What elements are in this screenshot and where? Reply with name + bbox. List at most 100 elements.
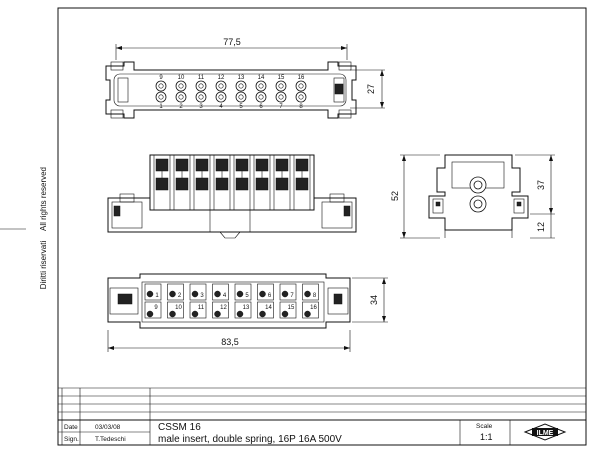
spring-clamp: [295, 177, 309, 191]
side-view: 52 37 12: [390, 154, 555, 239]
terminal-cell: [234, 283, 252, 301]
spring-clamp: [195, 158, 209, 172]
wire-entry: [236, 290, 244, 298]
terminal-cell: [144, 283, 162, 301]
wire-entry: [304, 290, 311, 298]
pin-contact-core: [258, 83, 264, 89]
top-width-dim: 77,5: [223, 37, 241, 47]
drawing-frame: [57, 7, 587, 446]
wire-entry: [214, 310, 221, 318]
pin-label: 16: [298, 75, 305, 81]
side-upper-dim: 37: [536, 180, 546, 190]
scale-label: Scale: [476, 423, 493, 430]
pin-contact-core: [238, 94, 244, 100]
pin-label: 2: [178, 293, 182, 299]
terminal-cell: [212, 301, 229, 319]
spring-clamp: [275, 177, 289, 191]
pin-label: 5: [245, 293, 249, 299]
pin-label: 11: [198, 305, 205, 311]
pin-label: 15: [288, 305, 295, 311]
sign-label: Sign.: [64, 436, 79, 443]
pin-contact-core: [218, 94, 224, 100]
spring-clamp: [155, 158, 169, 172]
wire-entry: [281, 310, 289, 318]
spring-clamp: [155, 177, 169, 191]
top-view-body: [105, 61, 357, 119]
pin-label: 7: [279, 104, 283, 110]
wire-entry: [191, 290, 199, 298]
spring-clamp: [255, 158, 269, 172]
pin-label: 7: [290, 293, 294, 299]
spring-clamp: [175, 177, 189, 191]
spring-clamp: [215, 177, 229, 191]
rights-note: Diritti riservati All rights reserved: [39, 167, 48, 289]
pin-contact: [275, 80, 287, 92]
spring-clamp: [275, 158, 289, 172]
date-value: 03/03/08: [95, 424, 121, 431]
terminal-cell: [279, 283, 297, 301]
wire-entry: [146, 310, 154, 318]
pin-contact: [295, 80, 307, 92]
front-view-terminal-block: [149, 154, 315, 211]
spring-clamp: [235, 158, 249, 172]
pin-label: 8: [313, 293, 317, 299]
terminal-cell: [189, 301, 207, 319]
terminal-cell: [279, 301, 297, 319]
spring-clamp: [255, 177, 269, 191]
rights-note-en: All rights reserved: [39, 167, 48, 231]
pin-label: 10: [175, 305, 182, 311]
title-block: Date 03/03/08 Sign. T.Tedeschi CSSM 16 m…: [58, 387, 586, 445]
logo-text: ILME: [537, 430, 554, 437]
spring-clamp: [195, 177, 209, 191]
spring-clamp: [295, 158, 309, 172]
pin-contact: [175, 80, 187, 92]
terminal-cell: [302, 283, 319, 301]
pin-label: 11: [198, 75, 205, 81]
pin-contact-core: [158, 83, 164, 89]
pin-contact-core: [298, 94, 304, 100]
side-total-dim: 52: [390, 191, 400, 201]
scale-value: 1:1: [480, 432, 493, 442]
pin-contact: [295, 91, 307, 103]
pin-contact: [275, 91, 287, 103]
wire-entry: [146, 290, 154, 298]
date-label: Date: [64, 424, 78, 431]
pin-label: 1: [155, 293, 159, 299]
wire-entry: [214, 290, 221, 298]
pin-label: 8: [299, 104, 303, 110]
wire-entry: [169, 310, 176, 318]
pin-label: 12: [220, 305, 227, 311]
wire-entry: [259, 310, 266, 318]
wire-entry: [281, 290, 289, 298]
pin-contact: [255, 80, 267, 92]
pin-contact-core: [278, 83, 284, 89]
ilme-logo: ILME: [523, 423, 567, 441]
pin-contact: [155, 80, 167, 92]
pin-label: 13: [243, 305, 250, 311]
pin-label: 9: [154, 305, 158, 311]
pin-label: 3: [200, 293, 204, 299]
pin-label: 9: [159, 75, 163, 81]
top-height-dim: 27: [366, 84, 376, 94]
terminal-cell: [167, 301, 184, 319]
pin-contact: [195, 80, 207, 92]
pin-label: 3: [199, 104, 203, 110]
rights-note-it: Diritti riservati: [39, 241, 48, 290]
spring-clamp: [215, 158, 229, 172]
wire-entry: [169, 290, 176, 298]
pin-contact: [255, 91, 267, 103]
terminal-cell: [189, 283, 207, 301]
pin-label: 15: [278, 75, 285, 81]
wire-entry: [259, 290, 266, 298]
terminal-cell: [257, 283, 274, 301]
product-code: CSSM 16: [158, 422, 201, 433]
pin-contact-core: [158, 94, 164, 100]
pin-label: 6: [259, 104, 263, 110]
front-view-flange: [107, 197, 357, 233]
pin-label: 14: [265, 305, 272, 311]
